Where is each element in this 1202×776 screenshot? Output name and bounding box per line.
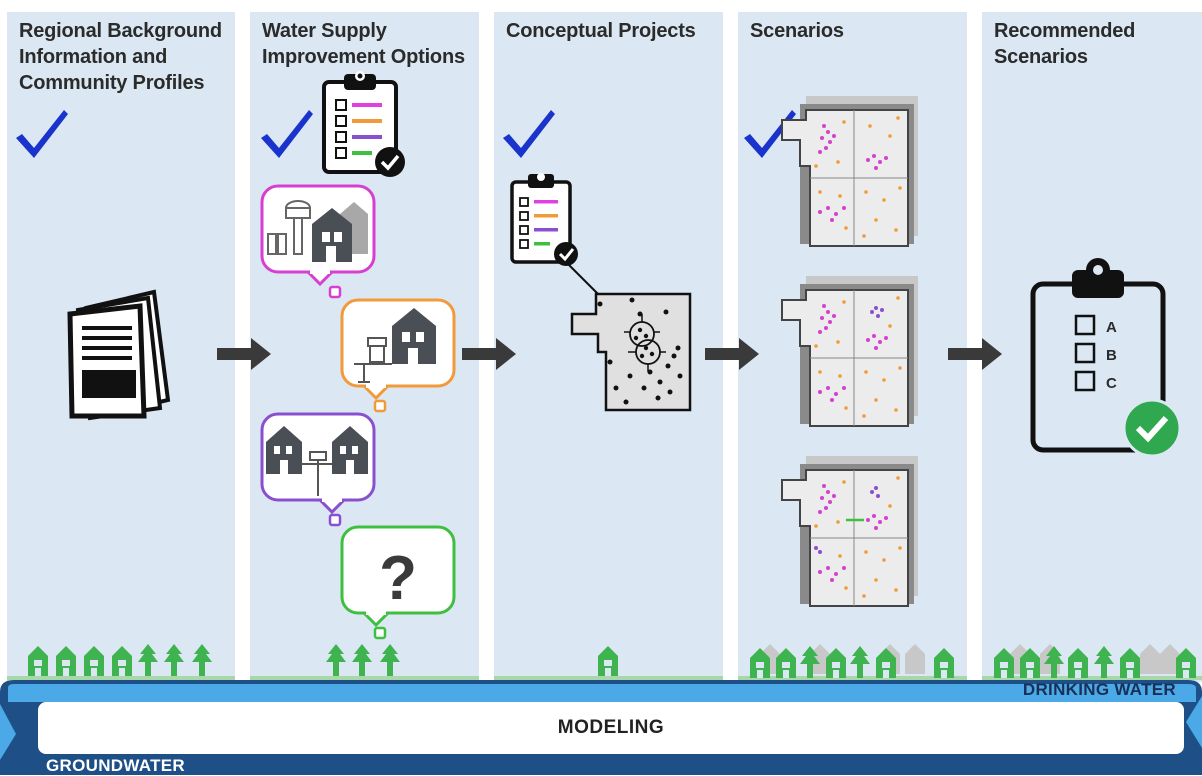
column-title: Recommended Scenarios <box>994 20 1136 68</box>
clipboard-checklist-icon <box>322 71 405 177</box>
scenario-map-2 <box>781 276 918 427</box>
option-label: C <box>1106 375 1117 392</box>
column-title: Regional Background Information and Comm… <box>19 20 222 94</box>
modeling-box: MODELING <box>38 702 1184 754</box>
clipboard-checklist-icon <box>510 173 578 266</box>
checkmark-icon <box>261 110 313 158</box>
project-map <box>570 292 692 412</box>
column-regional: Regional Background Information and Comm… <box>7 12 235 682</box>
option-bubble-water-tower <box>260 184 376 299</box>
column-title: Conceptual Projects <box>506 20 696 42</box>
arrow-right-icon <box>462 338 516 370</box>
option-bubble-shared-well <box>260 412 376 527</box>
drinking-water-label: DRINKING WATER <box>1022 680 1176 699</box>
modeling-label: MODELING <box>557 717 665 738</box>
column-title: Scenarios <box>750 20 844 42</box>
ground-strip <box>7 644 1202 680</box>
documents-icon <box>67 289 171 421</box>
arrow-right-icon <box>217 338 271 370</box>
arrow-right-icon <box>948 338 1002 370</box>
checkmark-icon <box>16 110 68 158</box>
checkmark-icon <box>503 110 555 158</box>
option-label: A <box>1106 319 1117 336</box>
option-bubble-well-house <box>340 298 456 413</box>
arrow-right-icon <box>705 338 759 370</box>
question-mark-icon: ? <box>379 544 417 613</box>
option-label: B <box>1106 347 1117 364</box>
scenario-map-3 <box>781 456 918 607</box>
scenario-map-1 <box>781 96 918 247</box>
column-title: Water Supply Improvement Options <box>262 20 465 68</box>
recommended-clipboard: A B C <box>1030 258 1182 458</box>
groundwater-label: GROUNDWATER <box>46 756 185 775</box>
option-bubble-unknown: ? <box>340 525 456 640</box>
